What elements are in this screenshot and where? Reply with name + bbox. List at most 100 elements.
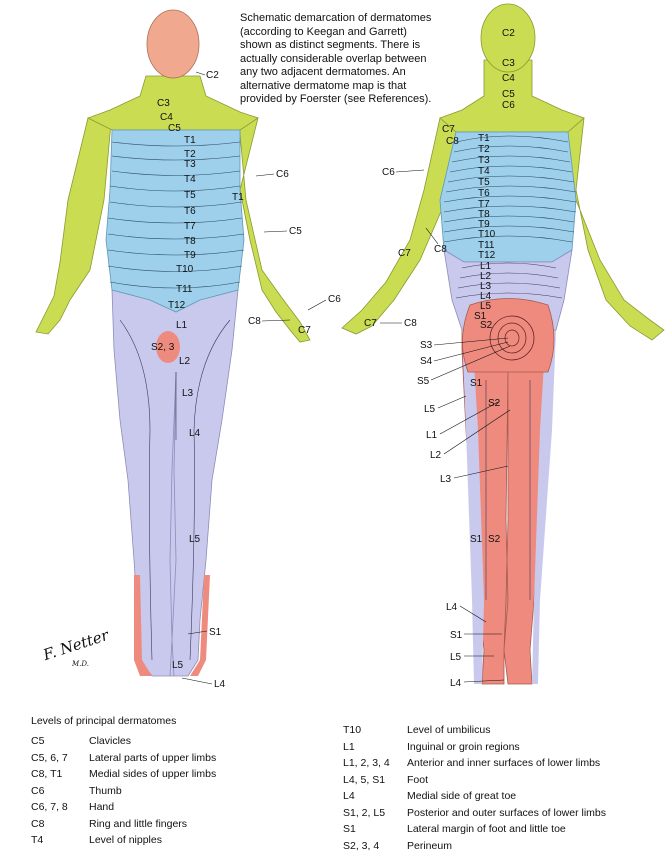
front-label-l5: L5 bbox=[189, 534, 201, 545]
legend-desc: Medial side of great toe bbox=[407, 788, 516, 805]
front-label-t7: T7 bbox=[184, 221, 196, 232]
front-label-s1: S1 bbox=[209, 627, 222, 638]
legend-key: C6, 7, 8 bbox=[31, 799, 89, 816]
front-label-l3: L3 bbox=[182, 388, 194, 399]
back-label-t3: T3 bbox=[478, 155, 490, 166]
legend-key: L1 bbox=[343, 739, 407, 756]
legend-key: S2, 3, 4 bbox=[343, 838, 407, 854]
back-label-c7-hand: C7 bbox=[364, 318, 377, 329]
legend-desc: Clavicles bbox=[89, 733, 131, 750]
back-label-s2-leg: S2 bbox=[488, 534, 501, 545]
front-label-t12: T12 bbox=[168, 300, 186, 311]
back-label-l2-thigh: L2 bbox=[430, 450, 442, 461]
front-label-t5: T5 bbox=[184, 190, 196, 201]
back-label-s4: S4 bbox=[420, 356, 433, 367]
back-label-s2-thigh: S2 bbox=[488, 398, 501, 409]
front-label-l4-foot: L4 bbox=[214, 679, 226, 690]
back-label-c4: C4 bbox=[502, 73, 515, 84]
front-label-t6: T6 bbox=[184, 206, 196, 217]
back-label-c5: C5 bbox=[502, 89, 515, 100]
front-label-s23: S2, 3 bbox=[151, 342, 175, 353]
back-label-c2: C2 bbox=[502, 28, 515, 39]
front-label-l4: L4 bbox=[189, 428, 201, 439]
back-label-c7: C7 bbox=[442, 124, 455, 135]
legend-key: C5, 6, 7 bbox=[31, 750, 89, 767]
front-label-c7-hand: C7 bbox=[298, 325, 311, 336]
back-label-c7-arm: C7 bbox=[398, 248, 411, 259]
back-label-l4-foot: L4 bbox=[450, 678, 462, 689]
legend-desc: Anterior and inner surfaces of lower lim… bbox=[407, 755, 600, 772]
netter-signature-suffix: M.D. bbox=[72, 660, 89, 668]
legend-key: C8 bbox=[31, 816, 89, 833]
back-label-c6: C6 bbox=[502, 100, 515, 111]
back-label-s1-ankle: S1 bbox=[450, 630, 463, 641]
back-label-c8-hand: C8 bbox=[404, 318, 417, 329]
legend-desc: Posterior and outer surfaces of lower li… bbox=[407, 805, 606, 822]
legend-desc: Foot bbox=[407, 772, 428, 789]
legend-key: T4 bbox=[31, 832, 89, 849]
legend-desc: Ring and little fingers bbox=[89, 816, 187, 833]
front-label-l1: L1 bbox=[176, 320, 188, 331]
front-label-t11: T11 bbox=[176, 284, 193, 295]
legend-key: L4, 5, S1 bbox=[343, 772, 407, 789]
front-label-t8: T8 bbox=[184, 236, 196, 247]
front-label-c4: C4 bbox=[160, 112, 173, 123]
front-label-t1-arm: T1 bbox=[232, 192, 244, 203]
back-label-s3: S3 bbox=[420, 340, 433, 351]
back-label-l4-ankle: L4 bbox=[446, 602, 458, 613]
front-label-l2: L2 bbox=[179, 356, 191, 367]
legend-key: C8, T1 bbox=[31, 766, 89, 783]
legend-desc: Level of umbilicus bbox=[407, 722, 490, 739]
legend-key: C5 bbox=[31, 733, 89, 750]
legend-key: S1, 2, L5 bbox=[343, 805, 407, 822]
legend-desc: Perineum bbox=[407, 838, 452, 854]
front-label-c2: C2 bbox=[206, 70, 219, 81]
front-label-c3: C3 bbox=[157, 98, 170, 109]
back-label-l3-leg: L3 bbox=[440, 474, 452, 485]
legend-desc: Level of nipples bbox=[89, 832, 162, 849]
legend-key: L4 bbox=[343, 788, 407, 805]
back-label-s1-thigh: S1 bbox=[470, 378, 483, 389]
front-label-t3: T3 bbox=[184, 159, 196, 170]
legend-desc: Lateral parts of upper limbs bbox=[89, 750, 216, 767]
legend-desc: Lateral margin of foot and little toe bbox=[407, 821, 566, 838]
back-label-t4: T4 bbox=[478, 166, 490, 177]
back-torso bbox=[440, 132, 576, 262]
legend-desc: Thumb bbox=[89, 783, 122, 800]
front-label-c6: C6 bbox=[276, 169, 289, 180]
back-label-l5-ankle: L5 bbox=[450, 652, 462, 663]
back-label-t12: T12 bbox=[478, 250, 496, 261]
legend-desc: Medial sides of upper limbs bbox=[89, 766, 216, 783]
back-label-c8: C8 bbox=[446, 136, 459, 147]
legend-key: S1 bbox=[343, 821, 407, 838]
back-sacral bbox=[462, 299, 554, 373]
back-label-c8-arm: C8 bbox=[434, 244, 447, 255]
legend-desc: Inguinal or groin regions bbox=[407, 739, 520, 756]
back-label-c6-arm: C6 bbox=[382, 167, 395, 178]
legend-key: C6 bbox=[31, 783, 89, 800]
back-label-l1-thigh: L1 bbox=[426, 430, 438, 441]
front-arm-left bbox=[36, 112, 112, 334]
back-label-t6: T6 bbox=[478, 188, 490, 199]
back-label-s1-leg: S1 bbox=[470, 534, 483, 545]
back-label-s5: S5 bbox=[417, 376, 430, 387]
back-label-t1: T1 bbox=[478, 133, 490, 144]
legend-desc: Hand bbox=[89, 799, 114, 816]
front-label-t1: T1 bbox=[184, 135, 196, 146]
legend-key: T10 bbox=[343, 722, 407, 739]
front-label-t4: T4 bbox=[184, 174, 196, 185]
back-arm-right bbox=[562, 112, 664, 340]
